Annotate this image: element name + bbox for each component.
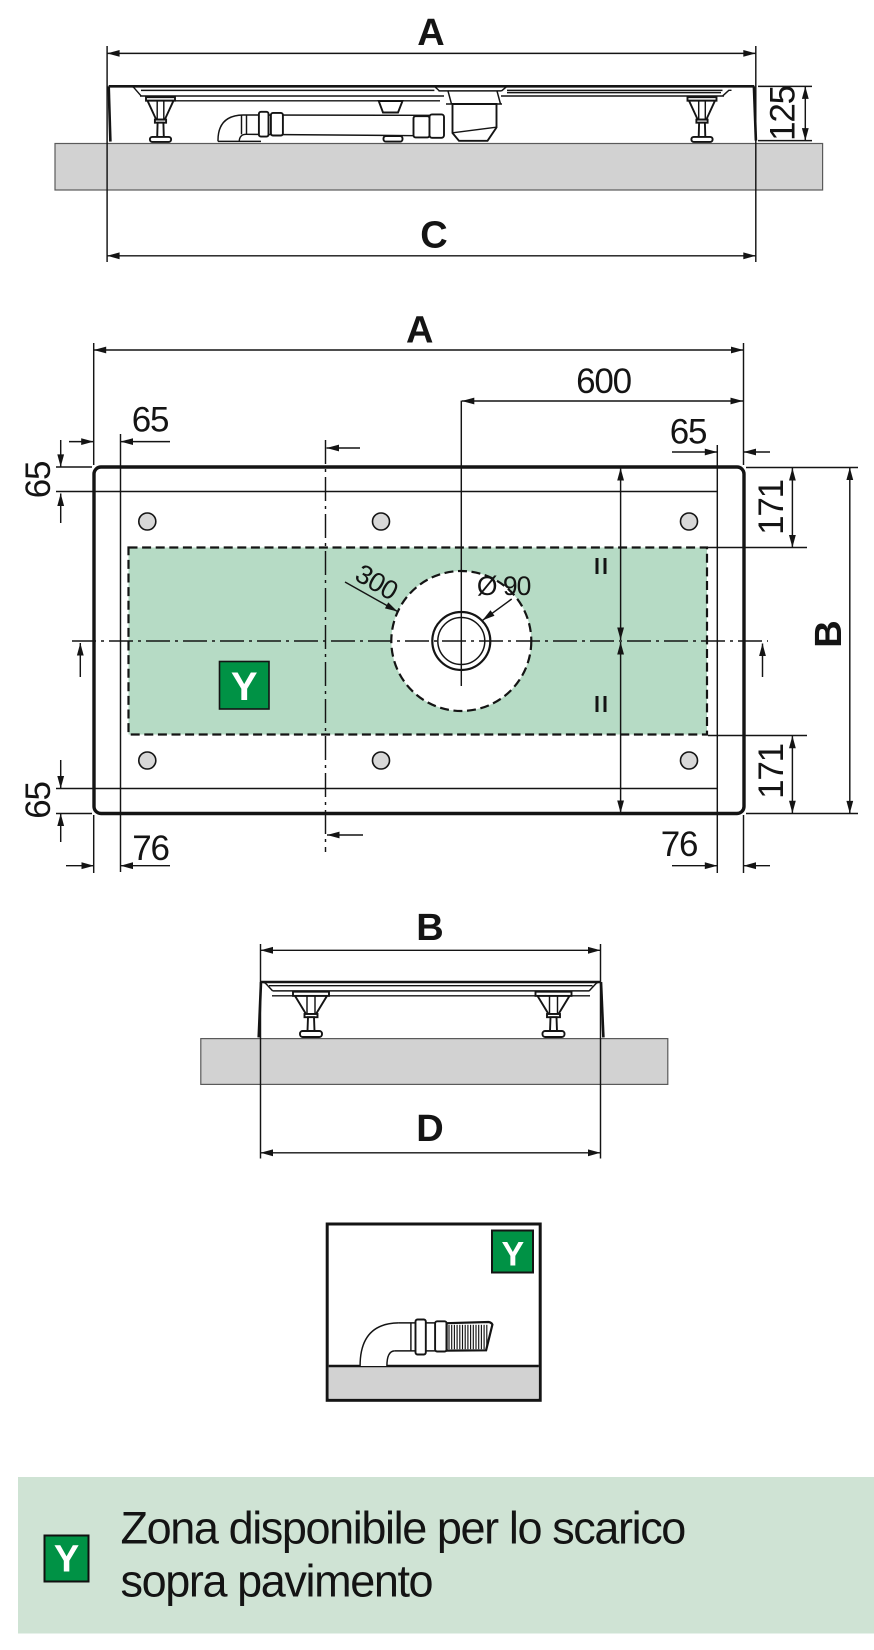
- svg-text:65: 65: [19, 782, 58, 819]
- svg-text:B: B: [416, 907, 443, 949]
- svg-text:sopra pavimento: sopra pavimento: [121, 1556, 433, 1607]
- svg-text:76: 76: [132, 829, 169, 868]
- svg-text:171: 171: [752, 480, 791, 535]
- svg-text:65: 65: [670, 413, 707, 452]
- svg-text:Ø 90: Ø 90: [477, 571, 531, 601]
- svg-text:C: C: [420, 215, 447, 257]
- svg-text:600: 600: [576, 362, 632, 401]
- svg-text:171: 171: [752, 744, 791, 799]
- svg-text:Y: Y: [501, 1236, 524, 1274]
- svg-text:65: 65: [132, 401, 169, 440]
- svg-text:125: 125: [764, 86, 803, 141]
- svg-text:Zona disponibile per lo scaric: Zona disponibile per lo scarico: [121, 1503, 686, 1554]
- svg-text:Y: Y: [54, 1539, 79, 1581]
- svg-text:B: B: [808, 620, 850, 647]
- svg-text:76: 76: [661, 825, 698, 864]
- svg-text:65: 65: [19, 462, 58, 499]
- svg-text:Y: Y: [231, 665, 258, 709]
- svg-text:A: A: [417, 12, 444, 54]
- svg-text:A: A: [406, 310, 433, 352]
- svg-text:D: D: [416, 1108, 443, 1150]
